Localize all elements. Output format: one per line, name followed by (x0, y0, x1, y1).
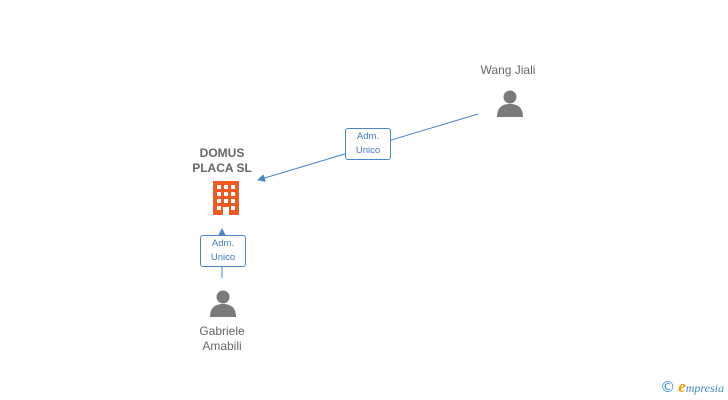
person-icon[interactable] (495, 88, 525, 118)
edge-label-adm-unico[interactable]: Adm. Unico (200, 235, 246, 267)
person-icon[interactable] (208, 288, 238, 318)
brand-footer: © empresia (660, 377, 724, 397)
company-name[interactable]: DOMUS PLACA SL (192, 146, 252, 175)
empresia-logo[interactable]: empresia (678, 377, 724, 396)
copyright-icon: © (660, 378, 676, 396)
person-name-wang-jiali[interactable]: Wang Jiali (480, 63, 536, 77)
building-icon[interactable] (210, 180, 242, 216)
edge-label-adm-unico[interactable]: Adm. Unico (345, 128, 391, 160)
person-name-gabriele-amabili[interactable]: Gabriele Amabili (199, 324, 245, 353)
